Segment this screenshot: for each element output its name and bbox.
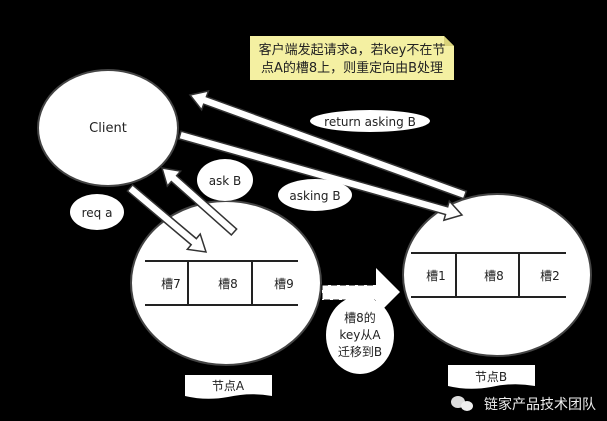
note-box: 客户端发起请求a，若key不在节 点A的槽8上，则重定向由B处理 [250, 36, 454, 80]
migrate-line-1: 槽8的 [344, 310, 376, 325]
wechat-icon [451, 396, 473, 411]
return-asking-label: return asking B [324, 115, 416, 129]
asking-arrow [177, 130, 464, 222]
asking-bubble [278, 179, 352, 211]
req-label: req a [82, 206, 113, 220]
node-b-caption: 节点B [475, 370, 507, 384]
req-bubble [70, 194, 124, 230]
slot-b-2: 槽8 [484, 269, 504, 283]
ask-bubble [197, 159, 253, 201]
node-b-caption-box [448, 365, 535, 389]
asking-label: asking B [289, 189, 340, 203]
return-arrow [188, 90, 468, 200]
node-a-caption: 节点A [212, 379, 245, 393]
migrate-line-2: key从A [339, 328, 381, 342]
node-b: 槽1 槽8 槽2 [402, 193, 592, 357]
slot-b-3: 槽2 [540, 269, 560, 283]
migrate-bubble [326, 296, 394, 374]
slot-a-1: 槽7 [161, 277, 181, 291]
ask-label: ask B [209, 174, 242, 188]
migrate-line-3: 迁移到B [338, 345, 382, 359]
note-line-2: 点A的槽8上，则重定向由B处理 [261, 60, 443, 76]
client-label: Client [89, 121, 127, 136]
return-asking-bubble [310, 110, 430, 132]
client-node [37, 69, 179, 187]
note-line-1: 客户端发起请求a，若key不在节 [259, 42, 446, 58]
req-arrow [126, 183, 208, 253]
node-a: 槽7 槽8 槽9 [130, 200, 322, 366]
node-a-caption-box [185, 375, 272, 399]
slot-a-2: 槽8 [218, 277, 238, 291]
slot-a-3: 槽9 [274, 277, 294, 291]
watermark: 链家产品技术团队 [484, 396, 596, 413]
slot-b-1: 槽1 [426, 269, 446, 283]
ask-arrow [160, 167, 238, 237]
